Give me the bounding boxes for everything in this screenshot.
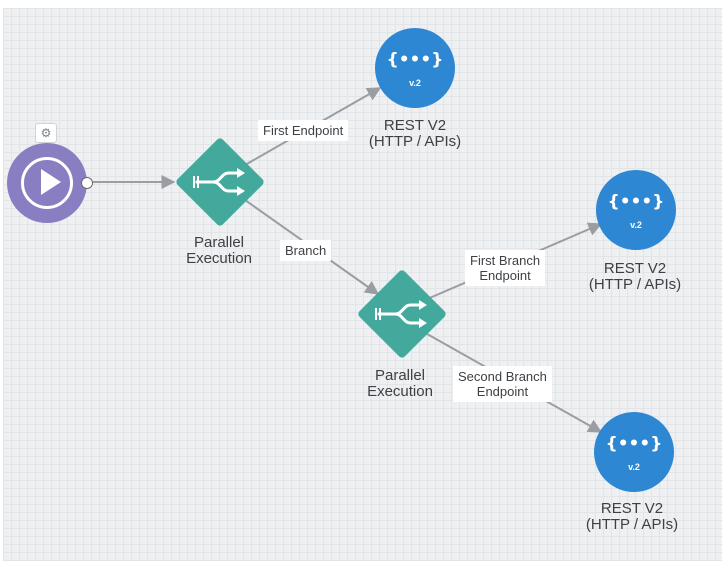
play-triangle xyxy=(41,169,61,195)
parallel-split-icon xyxy=(193,168,245,196)
version-badge: v.2 xyxy=(628,462,640,472)
parallel-execution-node-2[interactable] xyxy=(356,268,448,360)
rest-v2-node-2[interactable]: {•••} v.2 xyxy=(596,170,676,250)
parallel-split-icon xyxy=(375,300,427,328)
braces-icon: {•••} xyxy=(386,50,444,70)
parallel-execution-node-1[interactable] xyxy=(174,136,266,228)
play-icon xyxy=(21,157,73,209)
start-node[interactable] xyxy=(7,143,93,223)
edge-label-branch[interactable]: Branch xyxy=(280,240,332,261)
edge-label-first-endpoint[interactable]: First Endpoint xyxy=(258,120,349,141)
rest-v2-node-3[interactable]: {•••} v.2 xyxy=(594,412,674,492)
braces-icon: {•••} xyxy=(607,192,665,212)
version-badge: v.2 xyxy=(409,78,421,88)
version-badge: v.2 xyxy=(630,220,642,230)
rest-v2-label-2: REST V2(HTTP / APIs) xyxy=(588,260,682,293)
rest-v2-node-1[interactable]: {•••} v.2 xyxy=(375,28,455,108)
flow-canvas[interactable] xyxy=(3,8,722,561)
rest-v2-label-1: REST V2(HTTP / APIs) xyxy=(368,117,462,150)
rest-v2-label-3: REST V2(HTTP / APIs) xyxy=(585,500,679,533)
gear-icon[interactable]: ⚙ xyxy=(35,123,57,143)
braces-icon: {•••} xyxy=(605,434,663,454)
output-port[interactable] xyxy=(81,177,93,189)
